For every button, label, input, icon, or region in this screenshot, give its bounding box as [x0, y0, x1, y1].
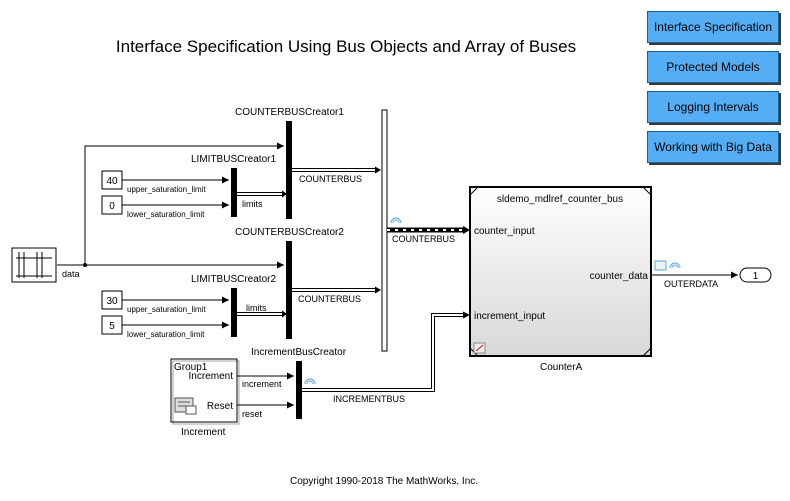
lower-saturation-label-1: lower_saturation_limit	[127, 210, 205, 219]
signal-source-block[interactable]	[11, 247, 57, 283]
limits-bus-line-1[interactable]	[237, 190, 287, 198]
limits-bus-line-2[interactable]	[237, 310, 287, 318]
counter-input-port: counter_input	[474, 226, 535, 237]
counter-bus-creator-2-label: COUNTERBUSCreator2	[235, 227, 344, 238]
vector-concatenate-block[interactable]	[381, 109, 388, 352]
counter-model-reference-block[interactable]: sldemo_mdlref_counter_bus counter_input …	[469, 186, 652, 357]
working-with-big-data-button[interactable]: Working with Big Data	[647, 131, 779, 163]
increment-bus-creator-label: IncrementBusCreator	[251, 347, 347, 358]
limit-bus-creator-2[interactable]	[231, 288, 237, 337]
limit-bus-creator-2-label: LIMITBUSCreator2	[191, 274, 276, 285]
constant-40-block[interactable]: 40	[101, 170, 123, 190]
logging-icon-2	[304, 378, 316, 385]
counter-bus-creator-1[interactable]	[286, 121, 292, 219]
counterbus-array-line[interactable]	[387, 226, 470, 234]
limit-bus-creator-1-label: LIMITBUSCreator1	[191, 154, 276, 165]
incrementbus-label: INCREMENTBUS	[333, 394, 405, 404]
protected-models-button[interactable]: Protected Models	[647, 51, 779, 83]
svg-text:30: 30	[106, 296, 118, 307]
signal-editor-icon	[174, 397, 197, 415]
outport-block[interactable]: 1	[739, 267, 772, 283]
counter-bus-creator-1-label: COUNTERBUSCreator1	[235, 107, 344, 118]
upper-saturation-label-2: upper_saturation_limit	[127, 305, 206, 314]
data-signal-line[interactable]	[57, 142, 284, 269]
data-signal-label: data	[62, 269, 80, 279]
increment-block[interactable]: Group1 Increment Reset	[170, 358, 240, 425]
lower-saturation-label-2: lower_saturation_limit	[127, 330, 205, 339]
increment-signal-label: increment	[242, 379, 282, 389]
logging-icons-output	[654, 260, 681, 271]
svg-text:1: 1	[753, 271, 759, 282]
upper-saturation-label-1: upper_saturation_limit	[127, 185, 206, 194]
constant-0-block[interactable]: 0	[101, 195, 123, 215]
constant-30-block[interactable]: 30	[101, 290, 123, 310]
copyright-notice: Copyright 1990-2018 The MathWorks, Inc.	[289, 476, 479, 487]
interface-specification-button[interactable]: Interface Specification	[647, 11, 779, 43]
limit-bus-creator-1[interactable]	[231, 168, 237, 217]
model-ref-name: sldemo_mdlref_counter_bus	[497, 194, 623, 205]
branch-point	[83, 263, 87, 267]
diagram-title: Interface Specification Using Bus Object…	[115, 37, 577, 56]
svg-text:5: 5	[109, 321, 115, 332]
model-badge-icon	[473, 342, 486, 354]
group-port-increment: Increment	[189, 371, 234, 382]
svg-text:0: 0	[109, 201, 115, 212]
incrementbus-line[interactable]	[302, 311, 470, 392]
limits-label-1: limits	[242, 199, 263, 209]
counterbus-line-2[interactable]	[292, 286, 381, 294]
increment-block-label: Increment	[181, 427, 226, 438]
counterbus-label-2: COUNTERBUS	[298, 294, 361, 304]
counter-data-port: counter_data	[590, 271, 649, 282]
group-port-reset: Reset	[207, 401, 233, 412]
svg-text:40: 40	[106, 176, 118, 187]
logging-icon-1	[390, 217, 402, 224]
increment-bus-creator[interactable]	[296, 361, 302, 419]
outerdata-label: OUTERDATA	[664, 279, 718, 289]
counterbus-line-1[interactable]	[292, 166, 381, 174]
counter-a-label: CounterA	[540, 362, 583, 373]
counterbus-array-label: COUNTERBUS	[392, 234, 455, 244]
increment-input-port: increment_input	[474, 311, 545, 322]
counter-bus-creator-2[interactable]	[286, 241, 292, 339]
constant-5-block[interactable]: 5	[101, 315, 123, 335]
limits-label-2: limits	[246, 303, 267, 313]
logging-intervals-button[interactable]: Logging Intervals	[647, 91, 779, 123]
counterbus-label-1: COUNTERBUS	[299, 174, 362, 184]
group-label: Group1	[174, 362, 208, 373]
reset-signal-label: reset	[242, 409, 263, 419]
